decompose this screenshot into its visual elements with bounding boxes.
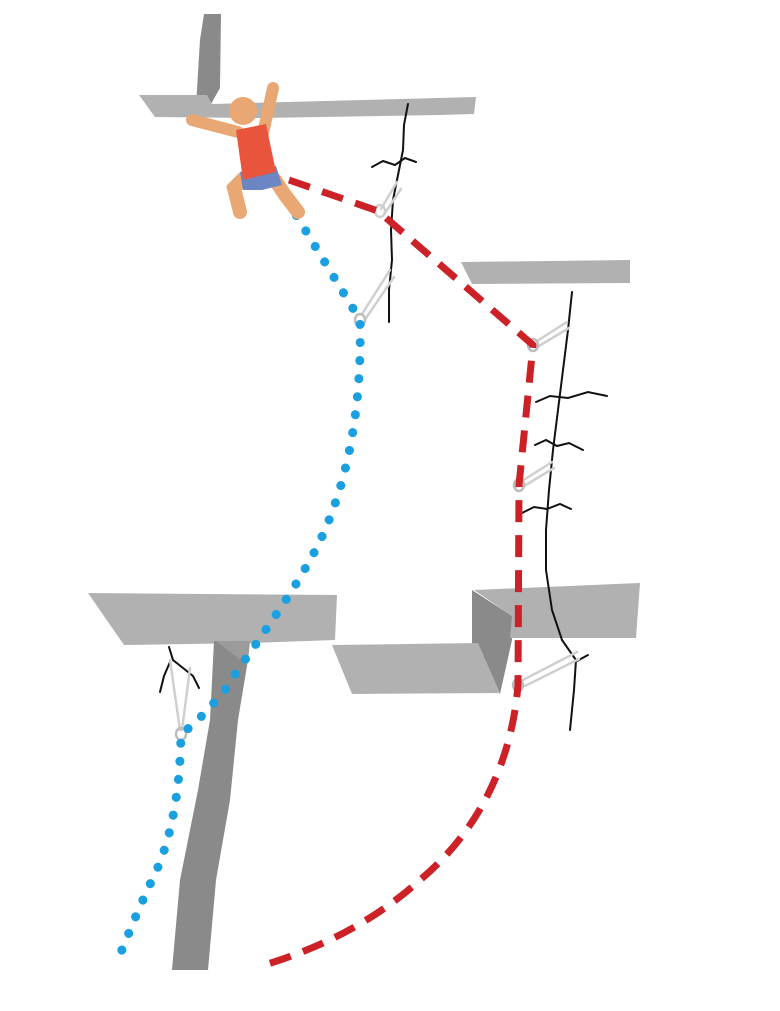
protection-piece [512,460,556,493]
rope-direct-path [112,195,365,967]
climber-left-arm [186,114,244,138]
climber-left-leg [226,171,251,219]
rope-extended-path [256,176,537,971]
climber-icon [186,82,305,219]
upper-wall [196,14,221,106]
protection-pieces [168,180,581,742]
lower-middle-ledge-icon [332,643,500,694]
sling-icon [520,460,556,488]
crack-icon [159,661,171,693]
left-pillar [172,641,250,970]
sling-icon [168,658,192,732]
rock-features [88,14,640,970]
climber-head [229,97,257,125]
crack-icon [168,646,200,689]
crack-icon [535,390,608,403]
protection-piece [373,180,403,219]
sling-icon [379,180,403,215]
sling-icon [521,650,581,688]
lower-left-roof-icon [88,593,337,645]
crack-icon [521,502,572,514]
top-roof-icon [139,95,476,118]
upper-right-ledge-icon [461,260,630,284]
crack-icon [388,103,409,323]
protection-piece [511,650,581,693]
sling-icon [535,320,571,348]
crack-icon [534,438,584,451]
sling-icon [360,268,396,320]
climber-shirt [236,124,276,180]
crack-icon [371,156,417,168]
crack-icon [545,291,578,731]
